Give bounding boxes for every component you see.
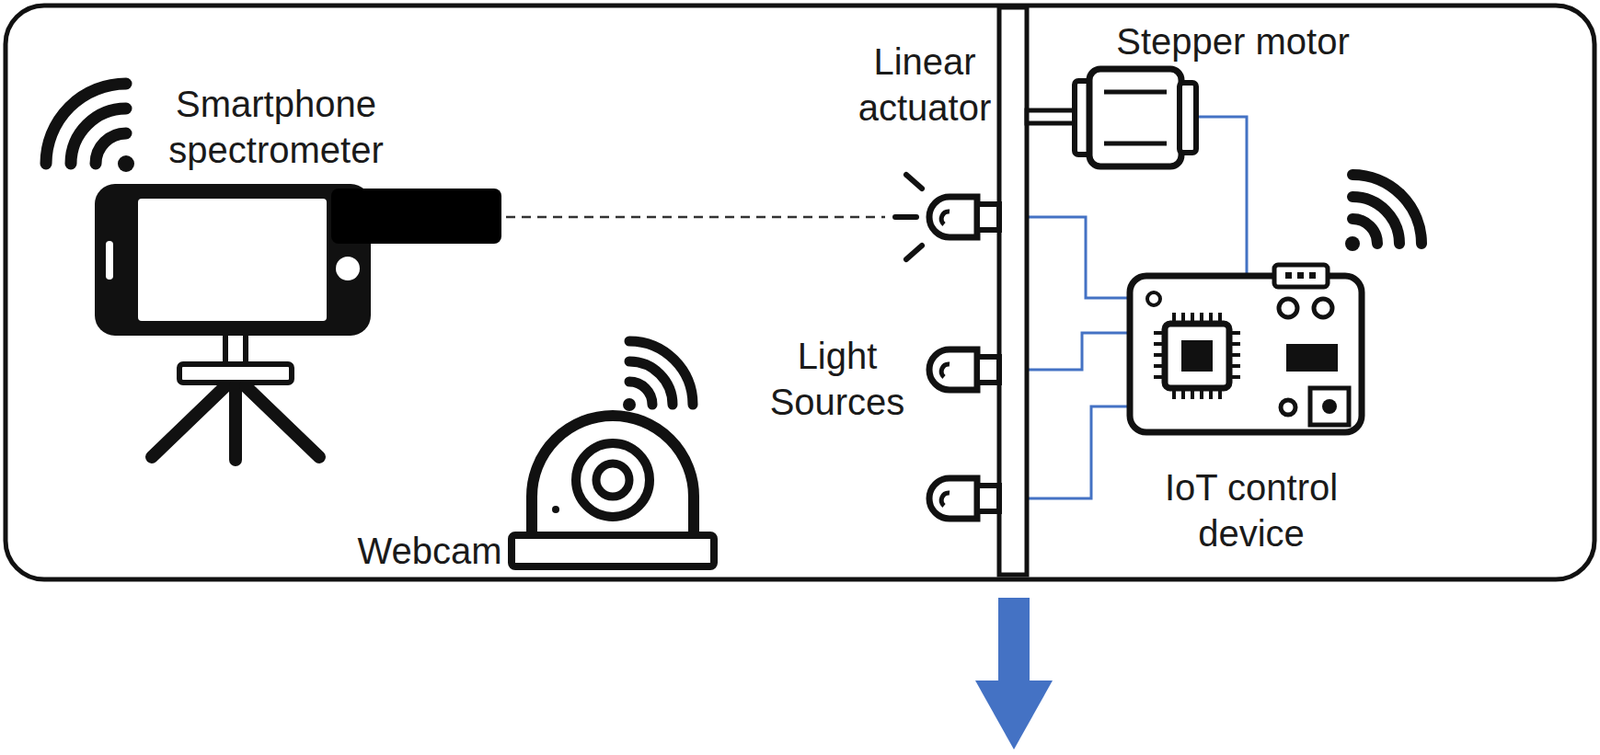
webcam-icon: [511, 341, 714, 567]
light-path: [506, 216, 886, 219]
wifi-icon: [1345, 174, 1422, 252]
part-label: Webcam: [342, 528, 518, 575]
part-label: Light Sources: [759, 333, 916, 426]
wifi-icon: [46, 83, 135, 173]
down-arrow: [975, 598, 1053, 750]
stepper-motor-icon: [1026, 69, 1197, 167]
smartphone-icon: [94, 184, 502, 461]
part-label: Linear actuator: [844, 38, 1006, 131]
light-source-icons: [895, 174, 1000, 519]
part-label: Stepper motor: [1076, 18, 1390, 65]
system-frame: [5, 5, 1595, 580]
part-label: Smartphone spectrometer: [142, 80, 410, 173]
actuator-rail: [999, 7, 1027, 576]
iot-board-icon: [1129, 264, 1362, 433]
part-label: IoT control device: [1140, 464, 1362, 557]
